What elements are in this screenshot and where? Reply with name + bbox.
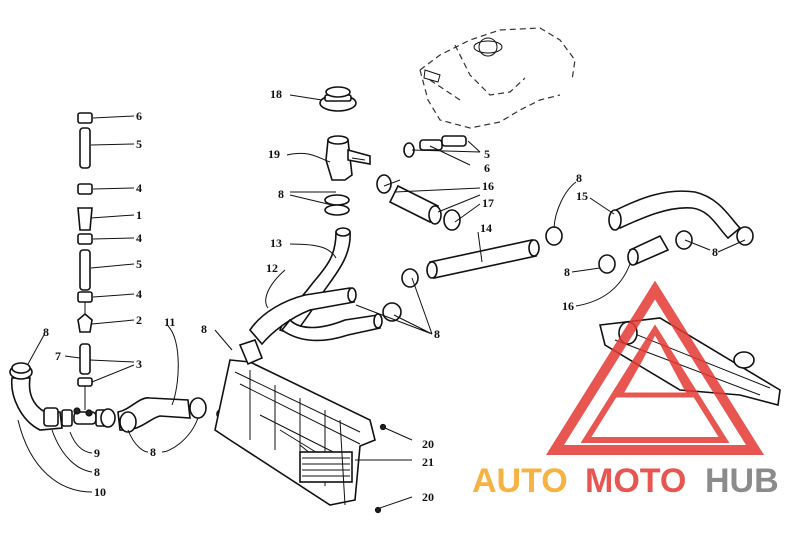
callout-13: 13 bbox=[270, 236, 282, 250]
callout-4: 4 bbox=[136, 231, 142, 245]
callout-8: 8 bbox=[434, 327, 440, 341]
long-pipe bbox=[382, 239, 540, 322]
callout-3: 3 bbox=[136, 357, 142, 371]
watermark-logo: AUTO MOTO HUB bbox=[472, 280, 779, 500]
watermark-triangle-inner bbox=[580, 324, 730, 443]
callout-18: 18 bbox=[270, 87, 282, 101]
callout-5: 5 bbox=[136, 137, 142, 151]
callout-14: 14 bbox=[480, 221, 492, 235]
callout-6: 6 bbox=[484, 161, 490, 175]
callout-20: 20 bbox=[422, 490, 434, 504]
callout-7: 7 bbox=[55, 349, 61, 363]
callout-6: 6 bbox=[136, 109, 142, 123]
callout-labels: 6 5 4 1 4 5 4 2 3 7 8 9 8 10 11 8 12 13 … bbox=[43, 87, 718, 504]
callout-10: 10 bbox=[94, 485, 106, 499]
callout-8: 8 bbox=[576, 171, 582, 185]
callout-4: 4 bbox=[136, 287, 142, 301]
callout-19: 19 bbox=[268, 147, 280, 161]
callout-8: 8 bbox=[564, 265, 570, 279]
callout-8: 8 bbox=[43, 325, 49, 339]
callout-8: 8 bbox=[150, 445, 156, 459]
callout-8: 8 bbox=[94, 465, 100, 479]
watermark-moto: MOTO bbox=[585, 462, 686, 500]
radiator-heat-exchanger bbox=[214, 359, 387, 514]
engine-outline bbox=[419, 27, 576, 129]
callout-21: 21 bbox=[422, 455, 434, 469]
callout-5: 5 bbox=[484, 147, 490, 161]
callout-16: 16 bbox=[482, 179, 494, 193]
left-column-assembly bbox=[77, 112, 93, 410]
watermark-hub: HUB bbox=[705, 462, 779, 500]
callout-12: 12 bbox=[266, 261, 278, 275]
callout-15: 15 bbox=[576, 189, 588, 203]
center-hoses bbox=[238, 227, 383, 366]
callout-8: 8 bbox=[712, 245, 718, 259]
right-hoses bbox=[545, 190, 754, 274]
callout-11: 11 bbox=[164, 315, 175, 329]
callout-5: 5 bbox=[136, 257, 142, 271]
callout-8: 8 bbox=[201, 322, 207, 336]
callout-2: 2 bbox=[136, 313, 142, 327]
callout-16: 16 bbox=[562, 299, 574, 313]
callout-8: 8 bbox=[278, 187, 284, 201]
callout-17: 17 bbox=[482, 196, 494, 210]
watermark-auto: AUTO bbox=[472, 462, 568, 500]
filler-neck-cap bbox=[319, 86, 371, 216]
leader-lines bbox=[17, 94, 746, 509]
callout-1: 1 bbox=[136, 208, 142, 222]
callout-9: 9 bbox=[94, 446, 100, 460]
lower-left-hoses bbox=[9, 362, 236, 433]
upper-hoses bbox=[376, 135, 467, 231]
callout-4: 4 bbox=[136, 181, 142, 195]
callout-20: 20 bbox=[422, 437, 434, 451]
watermark-triangle-outer bbox=[545, 280, 765, 455]
